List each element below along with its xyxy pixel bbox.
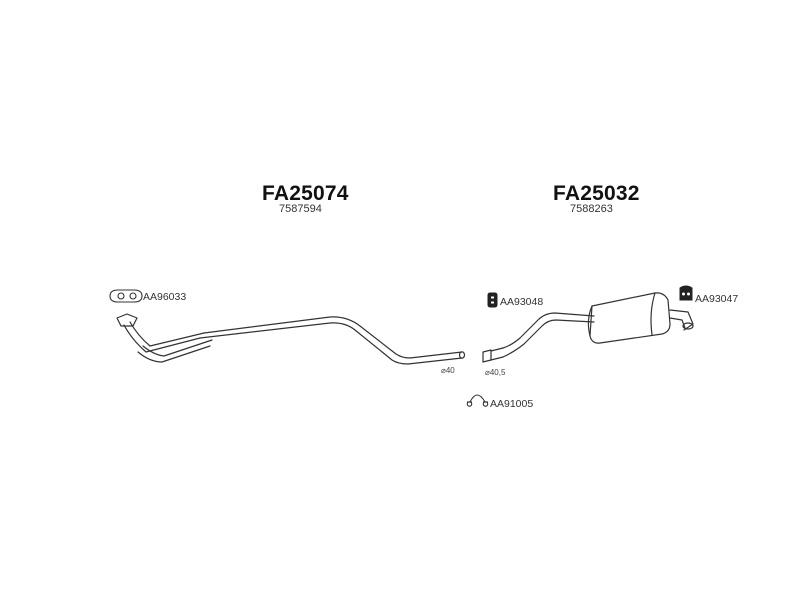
gasket-icon xyxy=(109,289,143,303)
rubber-hanger-icon-left xyxy=(487,292,498,308)
clamp-icon xyxy=(466,394,489,407)
clamp-part-number: AA91005 xyxy=(490,398,534,410)
rear-silencer-drawing xyxy=(482,292,694,363)
oem-number-front: 7587594 xyxy=(279,203,322,215)
assembly-code-front: FA25074 xyxy=(262,182,349,205)
rear-pipe-diameter-label: ⌀40,5 xyxy=(485,368,506,377)
hanger-left-part-number: AA93048 xyxy=(500,296,544,308)
gasket-part-number: AA96033 xyxy=(143,291,187,303)
hanger-right-part-number: AA93047 xyxy=(695,293,739,305)
rubber-hanger-icon-right xyxy=(679,285,693,301)
assembly-code-rear: FA25032 xyxy=(553,182,640,205)
front-pipe-drawing xyxy=(116,313,466,365)
front-pipe-diameter-label: ⌀40 xyxy=(441,366,455,375)
oem-number-rear: 7588263 xyxy=(570,203,613,215)
